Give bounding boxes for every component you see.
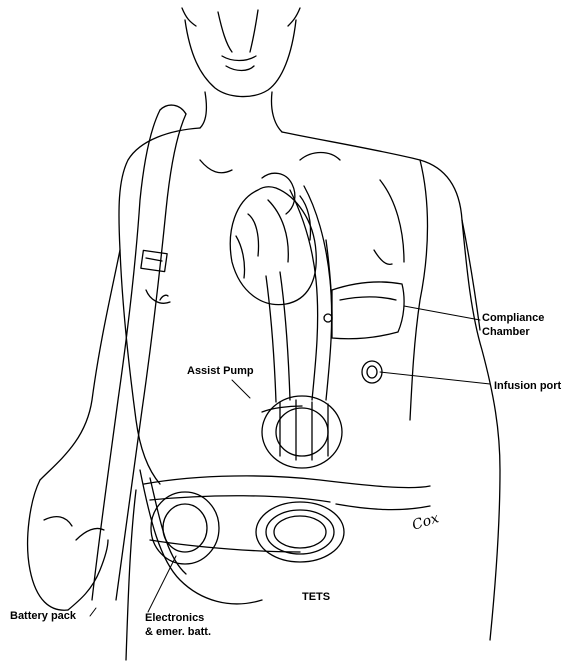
label-electronics-line-2: & emer. batt. [145, 625, 211, 639]
compliance-chamber [324, 282, 404, 339]
label-assist-pump: Assist Pump [187, 364, 254, 378]
label-battery-pack: Battery pack [10, 609, 76, 623]
infusion-port [362, 361, 382, 383]
graft-tubes [266, 186, 332, 402]
torso [40, 128, 500, 640]
arm-and-hand [28, 480, 108, 610]
shoulder-strap [92, 105, 186, 600]
head [182, 8, 300, 132]
assist-pump [262, 396, 342, 468]
heart [230, 173, 316, 304]
label-compliance-line-1: Compliance [482, 311, 544, 325]
electronics-module [151, 492, 219, 564]
belt [144, 476, 430, 552]
label-infusion-port: Infusion port [494, 379, 561, 393]
label-compliance-line-2: Chamber [482, 325, 544, 339]
label-compliance-chamber: Compliance Chamber [482, 311, 544, 339]
label-electronics: Electronics & emer. batt. [145, 611, 211, 639]
tets-coil [256, 502, 344, 562]
label-tets: TETS [302, 590, 330, 604]
label-electronics-line-1: Electronics [145, 611, 211, 625]
